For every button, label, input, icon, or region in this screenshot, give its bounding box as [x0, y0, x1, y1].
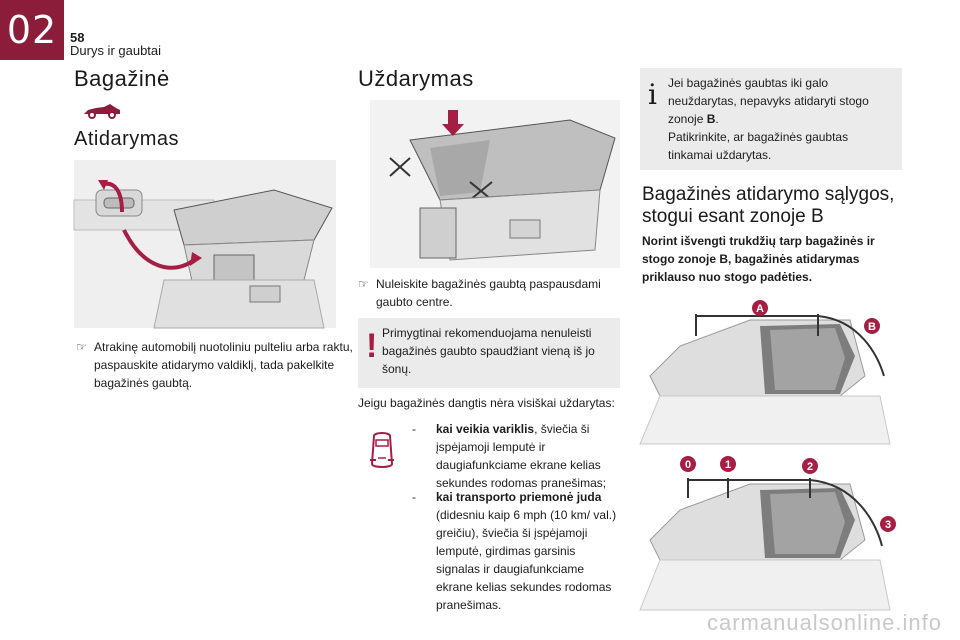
condition-moving-text: (didesniu kaip 6 mph (10 km/ val.) greič…	[436, 508, 617, 612]
warning-text: Primygtinai rekomenduojama nenuleisti ba…	[382, 326, 595, 376]
warning-box: ! Primygtinai rekomenduojama nenuleisti …	[358, 318, 620, 388]
incomplete-close-intro: Jeigu bagažinės dangtis nėra visiškai už…	[358, 396, 615, 410]
bullet-arrow-icon: ☞	[358, 277, 369, 291]
closing-instruction-text: Nuleiskite bagažinės gaubtą paspausdami …	[376, 277, 601, 309]
chapter-badge: 02	[0, 0, 64, 60]
zone-label-3: 3	[885, 519, 891, 531]
roof-zones-0123-illustration: 0 1 2 3	[639, 450, 896, 611]
info-box: i Jei bagažinės gaubtas iki galo neuždar…	[640, 68, 902, 170]
zone-label-b: B	[868, 321, 876, 333]
conditions-paragraph: Norint išvengti trukdžių tarp bagažinės …	[642, 234, 875, 284]
open-trunk-warning-lamp-icon	[366, 430, 398, 470]
condition-engine-running: - kai veikia variklis, šviečia ši įspėja…	[412, 420, 622, 492]
exclamation-icon: !	[366, 327, 378, 365]
info-icon: i	[648, 78, 657, 111]
info-period: .	[715, 112, 719, 126]
info-sentence: Jei bagažinės gaubtas iki galo neuždaryt…	[668, 76, 869, 126]
zone-label-a: A	[756, 303, 764, 315]
condition-engine-text: , šviečia ši įspėjamoji lemputė ir daugi…	[436, 422, 607, 490]
info-text: Jei bagažinės gaubtas iki galo neuždaryt…	[668, 74, 894, 164]
zone-label-0: 0	[685, 459, 691, 471]
section-heading-opening: Atidarymas	[74, 128, 180, 150]
section-title: Durys ir gaubtai	[70, 43, 162, 58]
bullet-arrow-icon: ☞	[76, 340, 87, 354]
closing-instruction: ☞ Nuleiskite bagažinės gaubtą paspausdami…	[358, 275, 638, 311]
page-number: 58	[70, 30, 85, 45]
dash-marker: -	[412, 490, 416, 504]
opening-instruction-text: Atrakinę automobilį nuotoliniu pulteliu …	[94, 340, 353, 390]
condition-vehicle-moving: - kai transporto priemonė juda (didesniu…	[412, 488, 622, 614]
convertible-car-icon	[82, 100, 122, 125]
info-zone: B	[706, 112, 716, 126]
footer-watermark[interactable]: carmanualsonline.info	[706, 610, 942, 635]
trunk-closing-illustration	[370, 100, 620, 268]
page-title: Bagažinė	[74, 66, 170, 91]
trunk-opening-illustration	[73, 160, 336, 329]
section-heading-closing: Uždarymas	[358, 66, 474, 91]
roof-zones-ab-illustration: A B	[639, 296, 891, 445]
info-check: Patikrinkite, ar bagažinės gaubtas tinka…	[668, 130, 849, 162]
condition-moving-title: kai transporto priemonė juda	[436, 490, 602, 504]
section-heading-conditions: Bagažinės atidarymo sąlygos, stogui esan…	[642, 184, 895, 227]
opening-instruction: ☞ Atrakinę automobilį nuotoliniu pulteliu…	[76, 338, 354, 392]
zone-label-2: 2	[807, 461, 813, 473]
condition-engine-title: kai veikia variklis	[436, 422, 535, 436]
dash-marker: -	[412, 422, 416, 436]
zone-label-1: 1	[725, 459, 731, 471]
